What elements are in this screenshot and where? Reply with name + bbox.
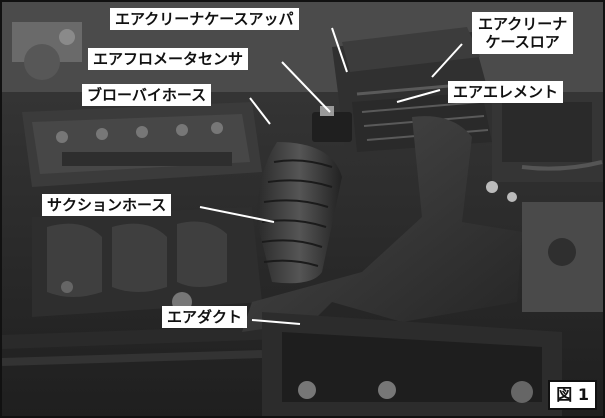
figure-number: 図 1 [548,380,597,410]
leader-blow-by-hose [249,97,271,125]
label-air-element: エアエレメント [448,81,564,103]
label-air-duct: エアダクト [162,306,248,328]
leader-air-flow-meter-sensor [281,61,331,113]
label-air-cleaner-case-lower-line1: エアクリーナ [478,15,568,33]
label-air-flow-meter-sensor: エアフロメータセンサ [88,48,249,70]
leader-air-cleaner-case-upper [331,27,348,73]
leader-air-cleaner-case-lower [431,43,463,78]
leader-air-duct [251,319,301,325]
label-blow-by-hose: ブローバイホース [82,84,212,106]
leader-air-element [396,89,441,103]
label-air-cleaner-case-lower-line2: ケースロア [485,33,560,51]
label-air-cleaner-case-upper: エアクリーナケースアッパ [110,8,299,30]
label-suction-hose: サクションホース [42,194,172,216]
label-air-cleaner-case-lower: エアクリーナ ケースロア [472,12,574,54]
leader-suction-hose [199,206,275,223]
